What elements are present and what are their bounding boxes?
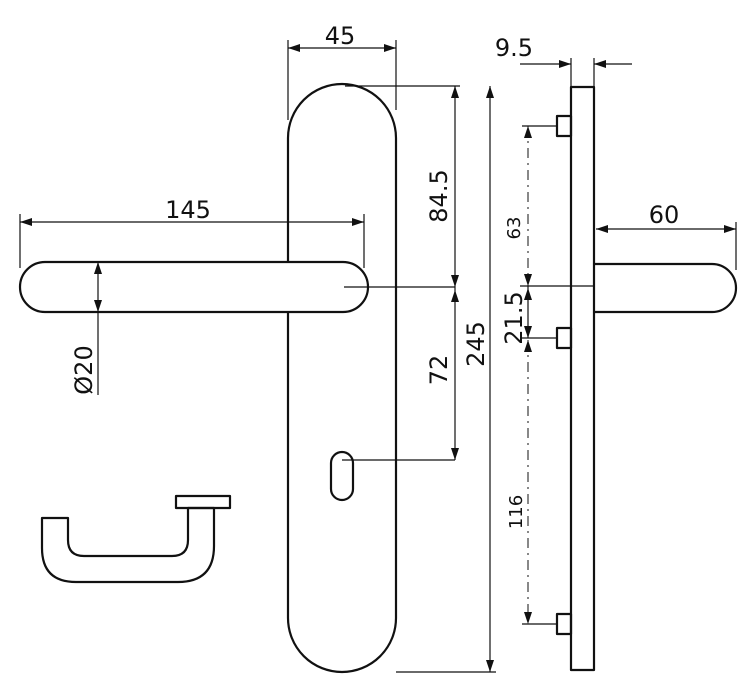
dim-plate-thickness-label: 9.5 xyxy=(495,34,533,62)
fixing-stud-bottom xyxy=(555,612,573,636)
dim-plate-height: 245 xyxy=(396,86,496,673)
backplate-front xyxy=(286,82,398,674)
dim-handle-to-top: 84.5 xyxy=(345,85,460,287)
dim-lever-projection: 60 xyxy=(596,201,737,270)
u-lever-view xyxy=(40,494,232,584)
dim-fixing-centres-label: 116 xyxy=(506,495,527,529)
lever-front xyxy=(18,260,370,314)
dim-top-fixing: 63 xyxy=(504,125,557,286)
dim-plate-width: 45 xyxy=(287,22,397,120)
dim-handle-to-keyhole: 72 xyxy=(425,287,459,460)
front-view xyxy=(18,82,455,674)
fixing-stud-middle xyxy=(555,326,573,350)
dim-plate-width-label: 45 xyxy=(325,22,356,50)
dim-plate-height-label: 245 xyxy=(462,321,490,367)
side-view xyxy=(520,85,738,672)
fixing-stud-top xyxy=(555,114,573,138)
dim-lever-diameter-label: Ø20 xyxy=(70,345,98,394)
dim-lever-diameter: Ø20 xyxy=(70,262,102,395)
dim-spindle-to-fixing-label: 21.5 xyxy=(500,291,528,344)
dim-handle-to-keyhole-label: 72 xyxy=(425,355,453,386)
dim-lever-length-label: 145 xyxy=(165,196,211,224)
u-lever-outline xyxy=(40,506,216,584)
u-lever-rose xyxy=(174,494,232,510)
keyhole xyxy=(329,450,355,502)
dim-lever-length: 145 xyxy=(19,196,365,268)
dim-plate-thickness: 9.5 xyxy=(495,34,632,87)
backplate-side xyxy=(569,85,596,672)
dim-top-fixing-label: 63 xyxy=(504,217,525,240)
dim-fixing-centres: 116 xyxy=(506,340,557,625)
dim-handle-to-top-label: 84.5 xyxy=(425,169,453,222)
dim-spindle-to-fixing: 21.5 xyxy=(500,286,557,345)
dim-lever-projection-label: 60 xyxy=(649,201,680,229)
lever-side xyxy=(592,262,738,314)
